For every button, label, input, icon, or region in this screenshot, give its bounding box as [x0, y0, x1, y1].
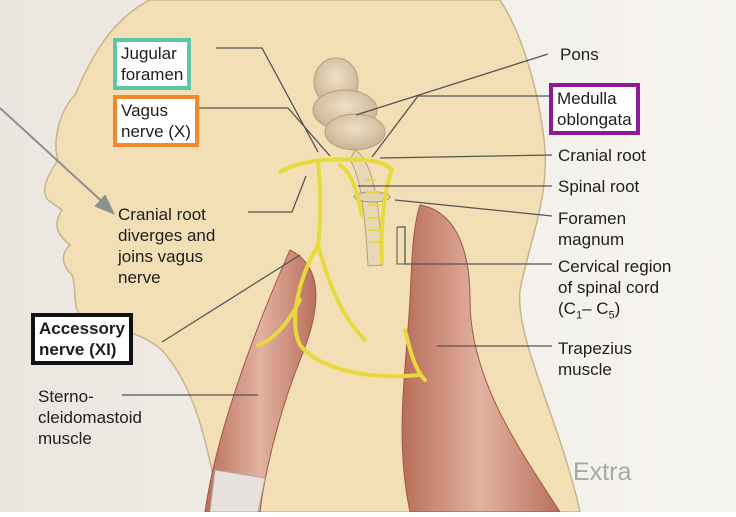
vagus-nerve-box: Vagus nerve (X) — [113, 95, 199, 147]
range-open: (C — [558, 299, 576, 318]
cranial-diverge-line2: diverges and — [118, 225, 215, 246]
trapezius-label: Trapezius muscle — [558, 338, 632, 380]
cervical-line1: Cervical region — [558, 256, 671, 277]
spinal-root-label: Spinal root — [558, 176, 639, 197]
spinal-root-text: Spinal root — [558, 176, 639, 197]
medulla-label-line2: oblongata — [557, 109, 632, 130]
jugular-foramen-label-line1: Jugular — [121, 43, 183, 64]
sterno-line2: cleidomastoid — [38, 407, 142, 428]
cranial-diverge-line4: nerve — [118, 267, 215, 288]
cervical-region-label: Cervical region of spinal cord (C1– C5) — [558, 256, 671, 326]
pons-text: Pons — [560, 44, 599, 65]
cranial-root-diverges-label: Cranial root diverges and joins vagus ne… — [118, 204, 215, 288]
medulla-shape — [325, 114, 385, 150]
cervical-range: (C1– C5) — [558, 298, 671, 326]
trapezius-line1: Trapezius — [558, 338, 632, 359]
jugular-foramen-box: Jugular foramen — [113, 38, 191, 90]
cranial-diverge-line1: Cranial root — [118, 204, 215, 225]
accessory-nerve-box: Accessory nerve (XI) — [31, 313, 133, 365]
range-dash: – C — [582, 299, 608, 318]
accessory-nerve-label-line2: nerve (XI) — [39, 339, 125, 360]
vagus-nerve-label-line2: nerve (X) — [121, 121, 191, 142]
cervical-line2: of spinal cord — [558, 277, 671, 298]
sternocleidomastoid-label: Sterno- cleidomastoid muscle — [38, 386, 142, 449]
accessory-nerve-label-line1: Accessory — [39, 318, 125, 339]
pons-label: Pons — [560, 44, 599, 65]
extra-caption: Extra — [573, 458, 631, 487]
foramen-magnum-line2: magnum — [558, 229, 626, 250]
sternocleidomastoid-tendon — [210, 470, 265, 512]
foramen-magnum-label: Foramen magnum — [558, 208, 626, 250]
range-close: ) — [615, 299, 621, 318]
foramen-magnum-line1: Foramen — [558, 208, 626, 229]
jugular-foramen-label-line2: foramen — [121, 64, 183, 85]
cranial-diverge-line3: joins vagus — [118, 246, 215, 267]
medulla-oblongata-box: Medulla oblongata — [549, 83, 640, 135]
cranial-root-label: Cranial root — [558, 145, 646, 166]
medulla-label-line1: Medulla — [557, 88, 632, 109]
trapezius-line2: muscle — [558, 359, 632, 380]
vagus-nerve-label-line1: Vagus — [121, 100, 191, 121]
sterno-line1: Sterno- — [38, 386, 142, 407]
cranial-root-text: Cranial root — [558, 145, 646, 166]
sterno-line3: muscle — [38, 428, 142, 449]
